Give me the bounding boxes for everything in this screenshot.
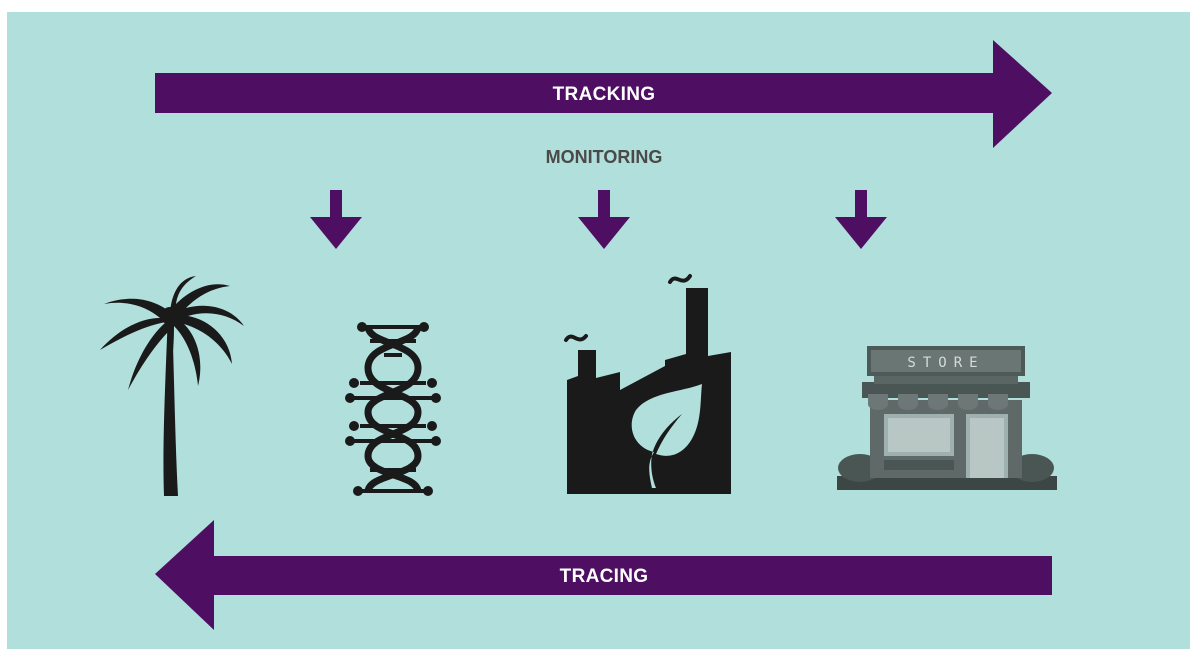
store-sign-text: STORE (907, 355, 984, 371)
tracing-label: TRACING (560, 566, 649, 587)
dna-icon (345, 322, 441, 496)
tracking-label: TRACKING (553, 84, 656, 105)
tracing-arrow (155, 520, 1052, 630)
monitoring-arrow-3 (835, 190, 887, 249)
monitoring-arrow-2 (578, 190, 630, 249)
tracking-arrow (155, 40, 1052, 148)
monitoring-arrow-1 (310, 190, 362, 249)
palm-tree-icon (100, 276, 244, 496)
monitoring-label: MONITORING (546, 147, 663, 167)
factory-leaf-icon (564, 274, 731, 494)
store-icon: STORE (837, 346, 1057, 490)
